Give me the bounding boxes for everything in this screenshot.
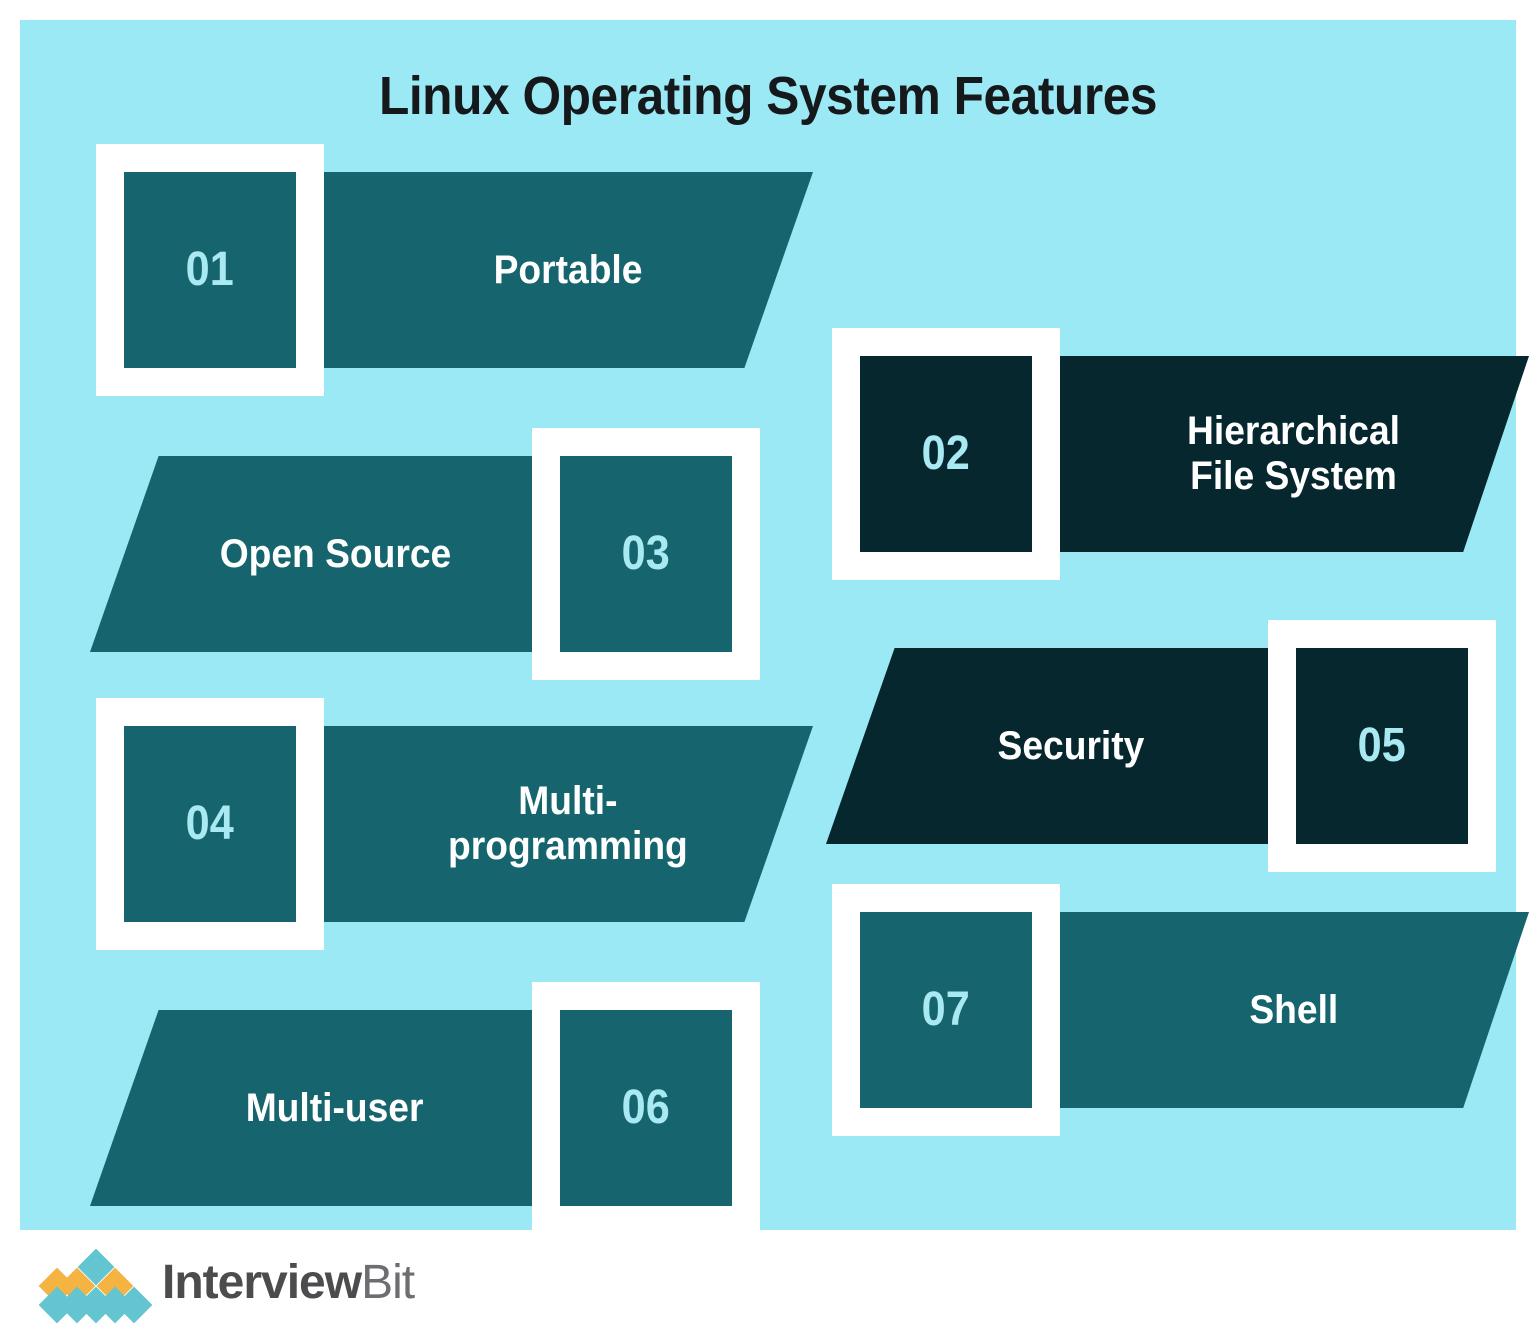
number-badge-05: 05 (1296, 648, 1468, 844)
number-badge-03: 03 (560, 456, 732, 652)
number-label: 03 (621, 527, 671, 580)
feature-banner-01: Portable (323, 172, 813, 368)
number-badge-06: 06 (560, 1010, 732, 1206)
feature-label: Portable (493, 247, 643, 292)
feature-label: Open Source (219, 531, 451, 576)
number-label: 04 (185, 797, 235, 850)
feature-item-04[interactable]: 04 Multi-programming (76, 698, 813, 966)
footer: InterviewBit (0, 1240, 1536, 1326)
feature-banner-04: Multi-programming (323, 726, 813, 922)
feature-item-03[interactable]: 03 Open Source (76, 416, 776, 682)
feature-item-07[interactable]: 07 Shell (812, 884, 1529, 1152)
feature-label: Multi-user (246, 1085, 424, 1130)
feature-banner-05: Security (826, 648, 1316, 844)
number-badge-07: 07 (860, 912, 1032, 1108)
logo-text-primary: Interview (162, 1256, 362, 1309)
infographic-panel: Linux Operating System Features 01 Porta… (20, 20, 1529, 1234)
feature-item-05[interactable]: 05 Security (812, 608, 1512, 874)
number-badge-04: 04 (124, 726, 296, 922)
number-label: 01 (185, 243, 235, 296)
number-label: 02 (921, 427, 971, 480)
feature-item-01[interactable]: 01 Portable (76, 144, 813, 410)
feature-banner-07: Shell (1059, 912, 1529, 1108)
feature-banner-03: Open Source (90, 456, 580, 652)
logo-text-secondary: Bit (361, 1256, 415, 1309)
number-label: 06 (621, 1081, 671, 1134)
number-label: 05 (1357, 719, 1407, 772)
interviewbit-logo[interactable]: InterviewBit (38, 1246, 415, 1324)
feature-label: Security (997, 723, 1145, 768)
feature-label: Multi-programming (448, 779, 688, 868)
page-title: Linux Operating System Features (378, 66, 1158, 126)
number-badge-02: 02 (860, 356, 1032, 552)
logo-wordmark: InterviewBit (162, 1256, 415, 1309)
feature-label: Shell (1249, 987, 1339, 1032)
number-label: 07 (921, 983, 971, 1036)
feature-item-06[interactable]: 06 Multi-user (76, 970, 776, 1242)
feature-banner-06: Multi-user (90, 1010, 580, 1206)
number-badge-01: 01 (124, 172, 296, 368)
interviewbit-diamond-pyramid-icon (38, 1248, 153, 1324)
